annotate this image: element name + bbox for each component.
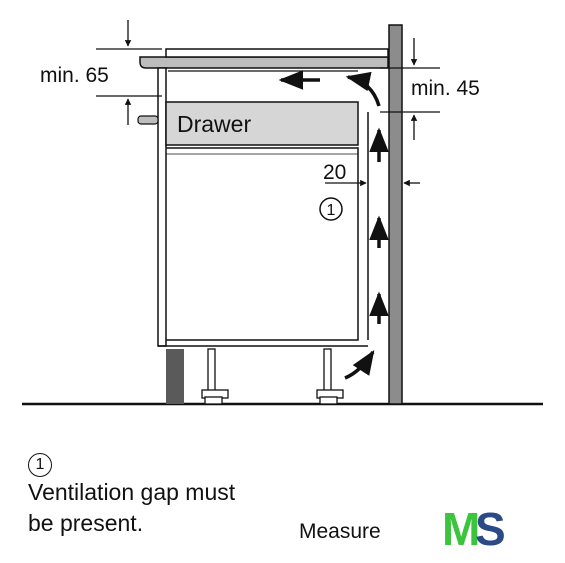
cabinet-front-post	[157, 67, 167, 347]
logo-letter-m: M	[442, 503, 480, 553]
callout-circle	[319, 197, 343, 221]
min-65-label: min. 65	[40, 64, 109, 87]
cabinet-body	[166, 147, 359, 341]
note-line-2: be present.	[28, 510, 144, 536]
worktop	[139, 56, 389, 69]
ventilation-note: 1 Ventilation gap must be present.	[28, 446, 235, 539]
dimension-min-45	[380, 38, 440, 140]
gap-20-label: 20	[323, 161, 346, 184]
airflow-arrows	[278, 70, 389, 380]
hob-body	[165, 48, 389, 58]
note-line-1: Ventilation gap must	[28, 479, 236, 505]
ms-logo: M S	[442, 503, 506, 553]
note-callout-number: 1	[28, 453, 52, 477]
measure-text: Measure	[299, 520, 381, 543]
plinth	[166, 349, 184, 404]
wall	[388, 24, 403, 405]
logo-letter-s: S	[475, 503, 506, 553]
cabinet-legs	[201, 348, 344, 405]
drawer	[165, 101, 359, 146]
dimension-min-65	[96, 20, 162, 125]
min-45-label: min. 45	[411, 77, 480, 100]
drawer-label: Drawer	[177, 111, 251, 137]
drawer-handle	[137, 115, 159, 125]
callout-number: 1	[327, 202, 336, 219]
